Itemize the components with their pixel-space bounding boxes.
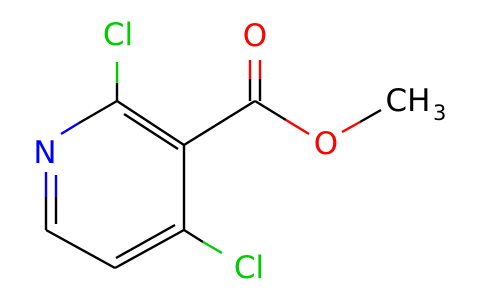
bond-c-oester-c-half — [254, 99, 287, 122]
bond-oester-ch3-c-half — [359, 108, 382, 124]
bond-n1-c2-n-half — [60, 121, 80, 136]
carbonyl-oxygen-label: O — [243, 18, 267, 54]
bond-c4-cl-c-half — [183, 228, 204, 244]
pyridine-ring — [44, 99, 186, 270]
nitrogen-label: N — [33, 135, 56, 171]
bond-c4-c5 — [114, 228, 185, 270]
bond-c4-cl-cl-half — [202, 240, 223, 255]
chlorine-bottom-label: Cl — [234, 250, 264, 286]
ester-oxygen-label: O — [314, 126, 338, 162]
bond-c4-c5-inner — [115, 223, 176, 260]
bond-c5-c6 — [45, 228, 116, 270]
bond-c2-c3 — [116, 99, 185, 147]
bond-oester-ch3-o-half — [341, 120, 361, 134]
chlorine-top-label: Cl — [103, 17, 133, 53]
bond-c2-c3-inner — [123, 112, 179, 151]
methyl-label: CH — [386, 83, 431, 119]
bond-c-oester-o-half — [285, 118, 310, 136]
chlorine-bottom-bond — [183, 228, 223, 255]
methyl-subscript: 3 — [433, 101, 446, 125]
bond-c3-carbonyl — [183, 99, 256, 147]
bond-n1-c2-c-half — [78, 99, 118, 125]
ester-group — [183, 60, 382, 147]
